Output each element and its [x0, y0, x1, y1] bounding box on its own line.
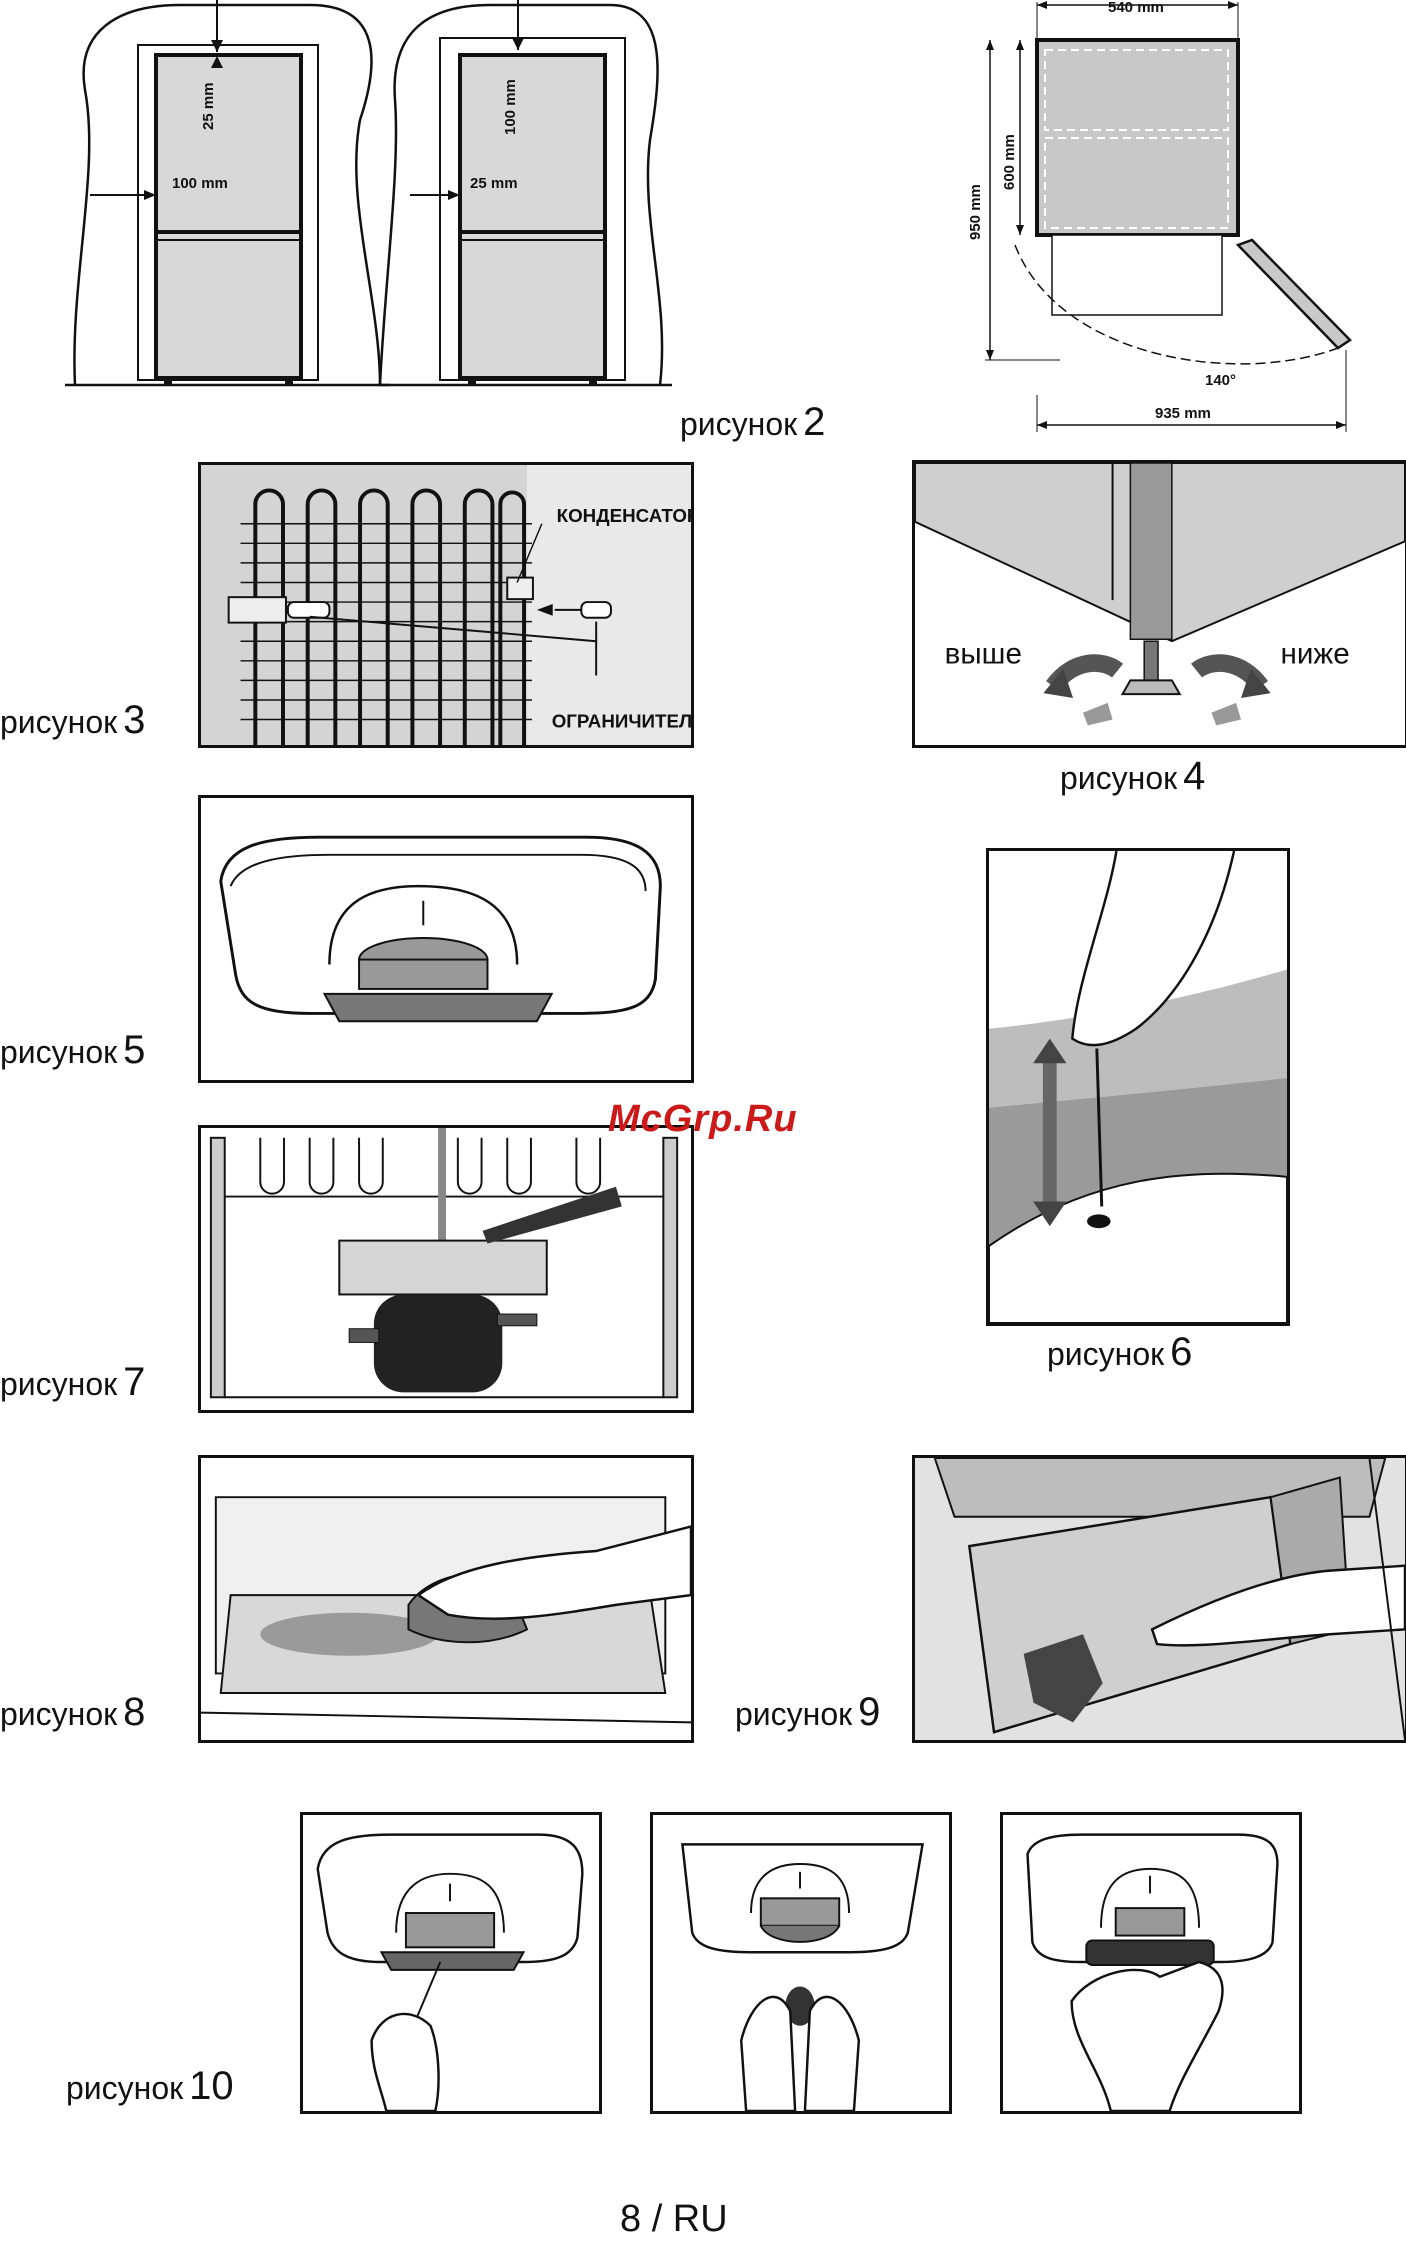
- left-side-gap-label: 100 mm: [172, 175, 228, 192]
- figure10-step3-panel: [1000, 1812, 1302, 2114]
- higher-label: выше: [945, 638, 1022, 671]
- caption-number: 7: [123, 1360, 145, 1404]
- condenser-label: КОНДЕНСАТОР: [557, 505, 691, 526]
- caption-number: 6: [1170, 1330, 1192, 1374]
- figure10-step1-panel: [300, 1812, 602, 2114]
- caption-word: рисунок: [680, 406, 797, 442]
- height-upper-label: 600 mm: [1001, 134, 1018, 190]
- left-top-gap-label: 25 mm: [200, 82, 217, 130]
- caption-word: рисунок: [0, 1696, 117, 1732]
- limiter-label: ОГРАНИЧИТЕЛЬ: [552, 710, 691, 731]
- caption-word: рисунок: [735, 1696, 852, 1732]
- height-total-label: 950 mm: [967, 184, 984, 240]
- figure6-cleaning-panel: [986, 848, 1290, 1326]
- watermark: McGrp.Ru: [608, 1098, 798, 1141]
- caption-number: 4: [1183, 754, 1205, 798]
- caption-word: рисунок: [66, 2070, 183, 2106]
- figure5-drain-panel: [198, 795, 694, 1083]
- caption-number: 5: [123, 1028, 145, 1072]
- figure2-clearance-drawings: 25 mm 100 mm 100 mm 25 mm: [60, 0, 680, 400]
- caption-number: 8: [123, 1690, 145, 1734]
- mid-top-gap-label: 100 mm: [502, 79, 519, 135]
- caption-word: рисунок: [1047, 1336, 1164, 1372]
- caption-number: 10: [189, 2064, 234, 2108]
- caption-number: 9: [858, 1690, 880, 1734]
- figure2-dimension-drawing: 540 mm 950 mm 600 mm 140° 935 mm: [940, 0, 1360, 440]
- caption-word: рисунок: [1060, 760, 1177, 796]
- angle-label: 140°: [1205, 372, 1236, 389]
- depth-open-label: 935 mm: [1155, 405, 1211, 422]
- figure10-step2-panel: [650, 1812, 952, 2114]
- caption-number: 2: [803, 400, 825, 444]
- figure8-wiping-panel: [198, 1455, 694, 1743]
- caption-word: рисунок: [0, 1034, 117, 1070]
- figure4-leveling-panel: выше ниже: [912, 460, 1406, 748]
- page-footer: 8 / RU: [620, 2198, 728, 2241]
- caption-word: рисунок: [0, 1366, 117, 1402]
- caption-word: рисунок: [0, 704, 117, 740]
- caption-number: 3: [123, 698, 145, 742]
- figure9-drawer-panel: [912, 1455, 1406, 1743]
- mid-side-gap-label: 25 mm: [470, 175, 518, 192]
- figure3-condenser-panel: КОНДЕНСАТОР ОГРАНИЧИТЕЛЬ: [198, 462, 694, 748]
- width-label: 540 mm: [1108, 0, 1164, 16]
- figure7-compressor-panel: [198, 1125, 694, 1413]
- lower-label: ниже: [1281, 638, 1350, 671]
